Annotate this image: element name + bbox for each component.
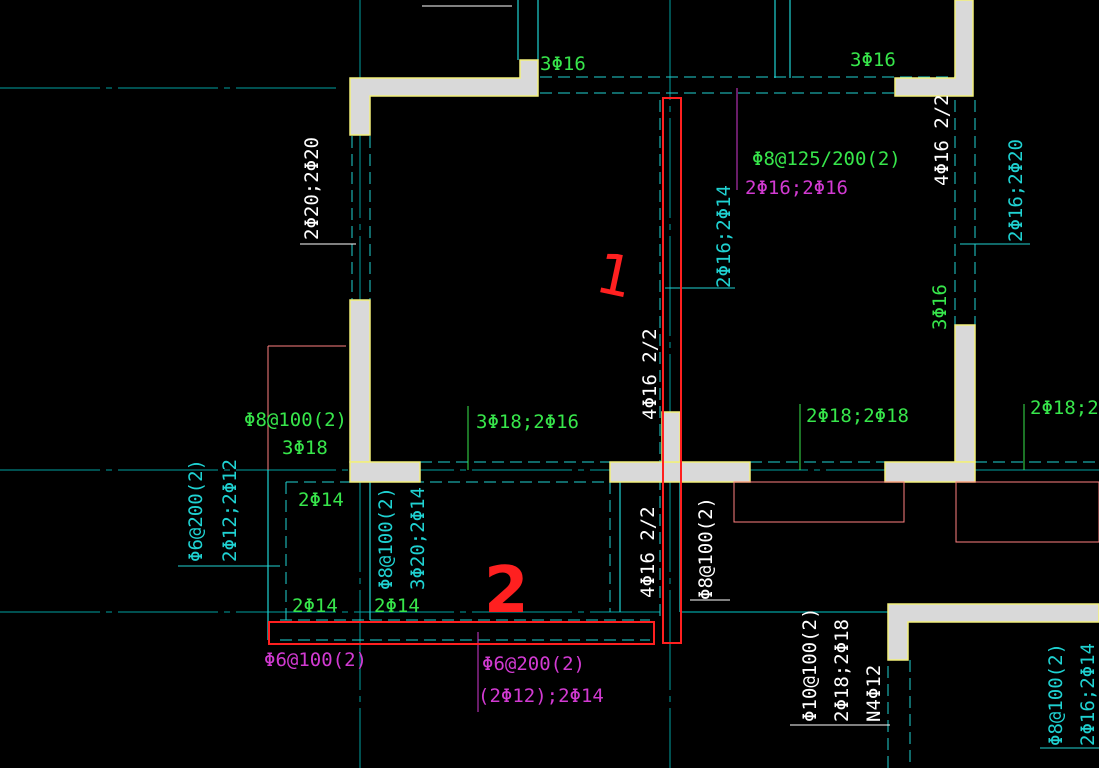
label-bottom-phi10-100: Φ10@100(2) [799, 608, 821, 722]
label-center-4phi16-lower: 4Φ16 2/2 [637, 506, 659, 598]
label-corner-2phi16-2phi14: 2Φ16;2Φ14 [1077, 643, 1099, 746]
concrete-walls [349, 0, 1099, 661]
label-center-phi8-100: Φ8@100(2) [695, 497, 717, 600]
label-left-2phi12: 2Φ12;2Φ12 [219, 459, 241, 562]
label-left-phi6-200: Φ6@200(2) [185, 459, 207, 562]
label-center-4phi16-upper: 4Φ16 2/2 [639, 328, 661, 420]
label-magenta-2phi16: 2Φ16;2Φ16 [745, 177, 848, 199]
label-bottom-2phi18: 2Φ18;2Φ18 [831, 619, 853, 722]
label-lower-2phi14-mid: 2Φ14 [374, 595, 420, 617]
label-3phi18-2phi16: 3Φ18;2Φ16 [476, 411, 579, 433]
red-markup [268, 97, 682, 645]
label-right-3phi16: 3Φ16 [929, 284, 951, 330]
rebar-labels: 3Φ16 3Φ16 2Φ20;2Φ20 Φ8@125/200(2) 2Φ16;2… [185, 49, 1099, 746]
leader-lines [178, 5, 1099, 749]
label-right-wall-4phi16: 4Φ16 2/2 [931, 94, 953, 186]
label-2phi18-2phi18-mid: 2Φ18;2Φ18 [806, 405, 909, 427]
label-top-3phi16-left: 3Φ16 [540, 53, 586, 75]
label-corner-phi8-100: Φ8@100(2) [1045, 643, 1067, 746]
label-lower-phi8-100: Φ8@100(2) [375, 487, 397, 590]
label-left-3phi18: 3Φ18 [282, 437, 328, 459]
label-right-2phi16-2phi20: 2Φ16;2Φ20 [1005, 139, 1027, 242]
label-2phi18-right-cut: 2Φ18;2 [1030, 397, 1099, 419]
markup-number-1: 1 [590, 241, 638, 312]
label-bottom-n4phi12: N4Φ12 [863, 665, 885, 722]
label-lower-2phi14-left: 2Φ14 [292, 595, 338, 617]
label-magenta-phi6-200: Φ6@200(2) [482, 653, 585, 675]
label-left-wall-vertical: 2Φ20;2Φ20 [301, 137, 323, 240]
beam-dash-lines [280, 76, 1099, 768]
label-lower-3phi20-2phi14: 3Φ20;2Φ14 [407, 487, 429, 590]
markup-box-beam-2 [268, 621, 655, 645]
label-top-3phi16-right: 3Φ16 [850, 49, 896, 71]
markup-box-beam-1 [662, 97, 682, 644]
label-center-2phi16-2phi14: 2Φ16;2Φ14 [713, 185, 735, 288]
label-magenta-phi6-100: Φ6@100(2) [264, 649, 367, 671]
markup-number-2: 2 [484, 554, 529, 628]
label-lower-2phi14-top: 2Φ14 [298, 489, 344, 511]
detail-frames [267, 88, 1099, 712]
handwritten-annotations: 1 2 [484, 241, 639, 628]
label-stirrup-125-200: Φ8@125/200(2) [752, 148, 901, 170]
label-left-phi8-stirrup: Φ8@100(2) [244, 409, 347, 431]
label-magenta-2phi12-2phi14: (2Φ12);2Φ14 [478, 685, 604, 707]
